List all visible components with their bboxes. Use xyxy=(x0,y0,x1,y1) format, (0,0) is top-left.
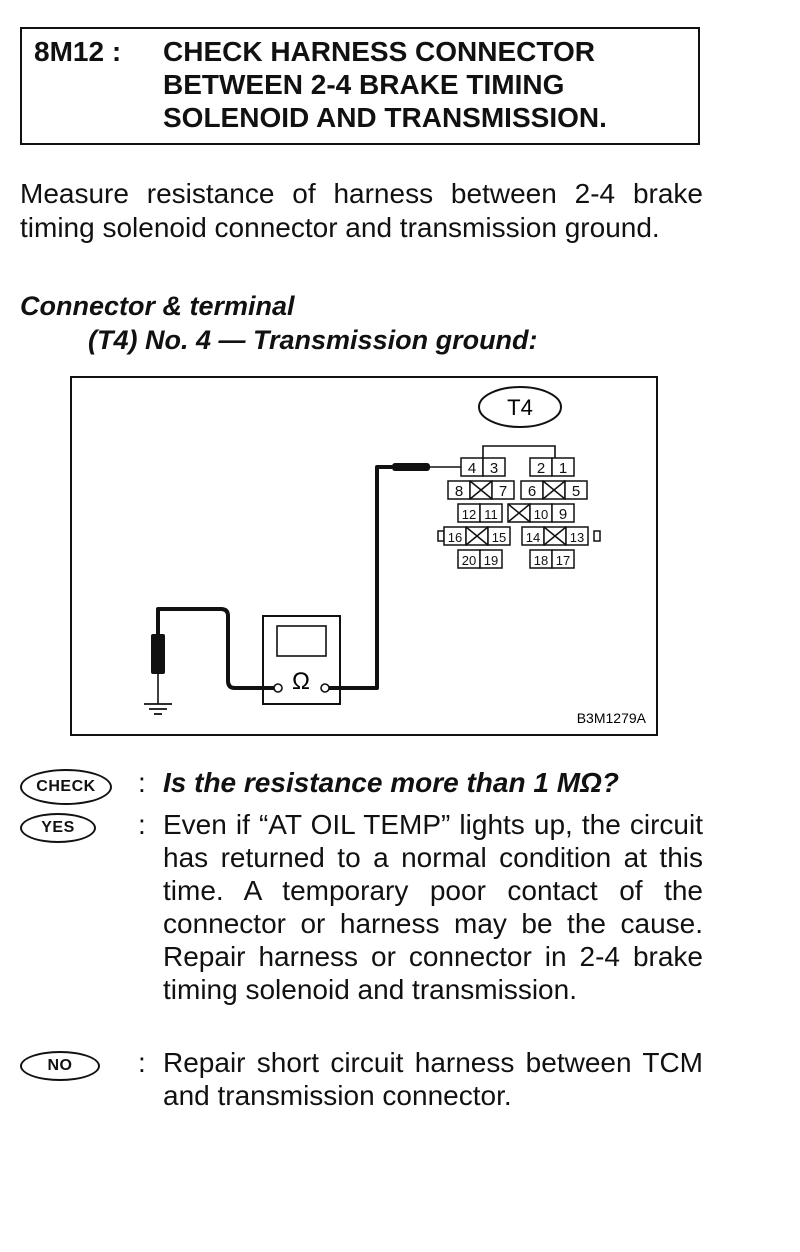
pin-label-13: 13 xyxy=(570,530,584,545)
ohm-symbol: Ω xyxy=(292,668,310,695)
no-badge: NO xyxy=(20,1051,100,1081)
yes-colon: : xyxy=(138,809,146,840)
connector-t4: 4 3 2 1 8 7 6 5 12 11 xyxy=(437,457,601,569)
pin-15 xyxy=(487,526,511,546)
pin-7 xyxy=(491,480,515,500)
figure-code: B3M1279A xyxy=(577,710,647,726)
pin-label-9: 9 xyxy=(559,506,567,523)
pin-1 xyxy=(551,457,575,477)
pin-label-18: 18 xyxy=(534,553,548,568)
pin-label-5: 5 xyxy=(572,483,580,500)
ohmmeter-terminal-right xyxy=(320,683,330,693)
probe-lead-ground xyxy=(156,607,274,690)
step-header-box: 8M12 : CHECK HARNESS CONNECTOR BETWEEN 2… xyxy=(20,27,700,145)
ohmmeter-icon: Ω xyxy=(262,615,341,705)
no-row: NO : Repair short circuit harness betwee… xyxy=(20,1046,710,1116)
pin-label-14: 14 xyxy=(526,530,540,545)
pin-label-3: 3 xyxy=(490,460,498,477)
check-row: CHECK : Is the resistance more than 1 MΩ… xyxy=(20,766,710,806)
connector-heading: Connector & terminal xyxy=(20,291,295,321)
probe-tip-ground xyxy=(151,634,165,674)
instruction-text: Measure resistance of harness between 2-… xyxy=(20,178,703,243)
no-colon: : xyxy=(138,1047,146,1078)
probe-tip-positive xyxy=(392,463,430,471)
pin-label-15: 15 xyxy=(492,530,506,545)
ohmmeter-display xyxy=(276,625,327,657)
pin-19 xyxy=(479,549,503,569)
no-text: Repair short circuit harness between TCM… xyxy=(163,1047,703,1111)
check-question: Is the resistance more than 1 MΩ? xyxy=(163,767,619,798)
yes-badge: YES xyxy=(20,813,96,843)
side-lock-right xyxy=(593,530,601,542)
pin-11 xyxy=(479,503,503,523)
side-lock-left xyxy=(437,530,445,542)
pin-label-6: 6 xyxy=(528,483,536,500)
pin-label-12: 12 xyxy=(462,507,476,522)
pin-label-2: 2 xyxy=(537,460,545,477)
pin-label-4: 4 xyxy=(468,460,476,477)
pin-blank-cross xyxy=(542,480,566,500)
probe-lead-positive xyxy=(375,465,392,690)
pin-label-19: 19 xyxy=(484,553,498,568)
pin-9 xyxy=(551,503,575,523)
t4-label-ellipse xyxy=(478,386,562,428)
connector-latch xyxy=(482,445,556,464)
wiring-diagram: T4 4 3 2 1 8 7 6 5 xyxy=(70,376,658,736)
pin-blank-cross xyxy=(465,526,489,546)
check-badge: CHECK xyxy=(20,769,112,805)
check-colon: : xyxy=(138,767,146,798)
yes-row: YES : Even if “AT OIL TEMP” lights up, t… xyxy=(20,808,710,1040)
pin-label-11: 11 xyxy=(484,507,498,522)
pin-17 xyxy=(551,549,575,569)
pin-label-16: 16 xyxy=(448,530,462,545)
pin-3 xyxy=(482,457,506,477)
pin-13 xyxy=(565,526,589,546)
pin-blank-cross xyxy=(543,526,567,546)
pin-label-10: 10 xyxy=(534,507,548,522)
ohmmeter-terminal-left xyxy=(273,683,283,693)
connector-terminal: (T4) No. 4 — Transmission ground: xyxy=(88,325,538,355)
step-title: CHECK HARNESS CONNECTOR BETWEEN 2-4 BRAK… xyxy=(163,36,607,133)
yes-text: Even if “AT OIL TEMP” lights up, the cir… xyxy=(163,809,703,1005)
ground-icon xyxy=(144,703,172,715)
pin-blank-cross xyxy=(469,480,493,500)
pin-label-20: 20 xyxy=(462,553,476,568)
wiring-figure: T4 4 3 2 1 8 7 6 5 xyxy=(70,376,658,736)
step-id: 8M12 : xyxy=(34,36,122,67)
pin-5 xyxy=(564,480,588,500)
pin-label-17: 17 xyxy=(556,553,570,568)
t4-label: T4 xyxy=(507,395,533,420)
pin-label-7: 7 xyxy=(499,483,507,500)
pin-blank-cross xyxy=(507,503,531,523)
pin-label-8: 8 xyxy=(455,483,463,500)
pin-label-1: 1 xyxy=(559,460,567,477)
